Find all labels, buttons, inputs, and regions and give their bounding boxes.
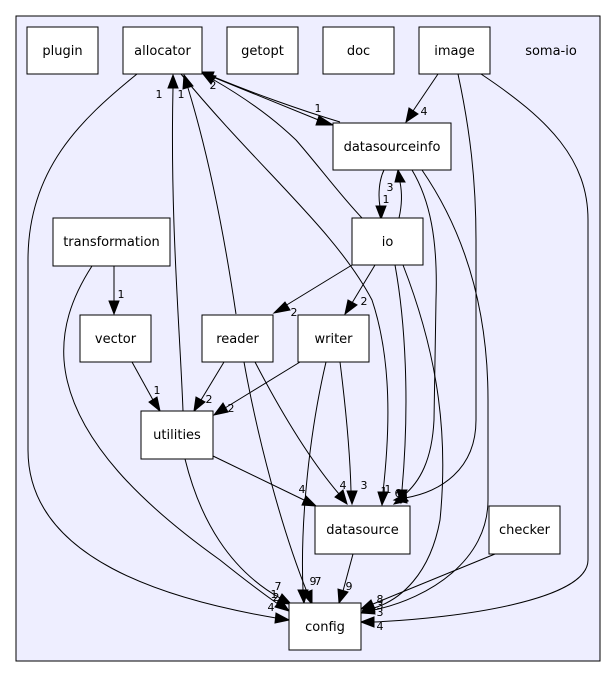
edge-io-allocator <box>201 73 363 219</box>
edge-writer-utilities: 2 <box>212 361 301 416</box>
node-transformation[interactable]: transformation <box>52 217 171 267</box>
edge-label: 4 <box>268 601 275 614</box>
node-label: doc <box>347 44 370 59</box>
node-label: vector <box>95 332 137 347</box>
edge-io-datasource <box>394 264 408 505</box>
node-label: allocator <box>134 44 191 59</box>
edge-allocator-datasource: 1 <box>180 73 389 507</box>
nodes: plugin allocator getopt doc image dataso… <box>26 26 561 651</box>
edge-allocator-config: 4 <box>27 73 291 624</box>
edge-writer-config: 7 <box>297 361 327 605</box>
node-label: writer <box>314 332 353 347</box>
edge-label: 1 <box>315 102 322 115</box>
edge-datasource-config: 9 <box>337 553 354 605</box>
edge-utilities-datasource: 4 <box>212 455 318 507</box>
node-label: reader <box>216 332 259 347</box>
edge-label: 1 <box>383 193 390 206</box>
edge-label: 4 <box>421 105 428 118</box>
edges: 1 1 4 4 6 4 <box>27 71 589 633</box>
edge-label: 2 <box>210 79 217 92</box>
node-checker[interactable]: checker <box>488 505 561 555</box>
edge-label: 4 <box>299 483 306 496</box>
edge-label: 1 <box>403 491 410 504</box>
edge-label: 3 <box>361 479 368 492</box>
edge-label: 2 <box>361 295 368 308</box>
edge-label: 2 <box>228 402 235 415</box>
edge-checker-config <box>359 553 496 610</box>
edge-reader-datasource: 4 <box>254 361 348 506</box>
node-label: checker <box>499 523 551 538</box>
edge-label: 4 <box>340 479 347 492</box>
edge-label: 2 <box>273 591 280 604</box>
edge-datasourceinfo-io: 1 <box>375 169 390 221</box>
node-writer[interactable]: writer <box>297 314 370 363</box>
edge-label: 1 <box>178 88 185 101</box>
edge-label: 8 <box>377 593 384 606</box>
edge-io-writer: 2 <box>344 264 376 316</box>
edge-writer-datasource: 3 <box>339 361 368 506</box>
edge-reader-utilities: 2 <box>193 361 225 413</box>
node-label: utilities <box>153 428 201 443</box>
edge-transformation-vector: 1 <box>108 266 125 316</box>
edge-label: 4 <box>377 620 384 633</box>
edge-utilities-config: 7 <box>184 458 293 605</box>
node-doc[interactable]: doc <box>322 26 395 75</box>
edge-reader-config: 9 <box>243 361 317 606</box>
cluster-label: soma-io <box>525 44 577 59</box>
node-reader[interactable]: reader <box>201 314 274 363</box>
edge-label: 9 <box>310 575 317 588</box>
node-config[interactable]: config <box>288 602 362 651</box>
edge-label: 1 <box>385 483 392 496</box>
edge-label: 2 <box>291 306 298 319</box>
edge-label: 3 <box>377 606 384 619</box>
edge-label: 9 <box>346 580 353 593</box>
node-plugin[interactable]: plugin <box>26 26 99 75</box>
edge-label: 7 <box>275 580 282 593</box>
edge-label: 1 <box>154 384 161 397</box>
edge-label: 7 <box>315 575 322 588</box>
node-label: image <box>434 44 475 59</box>
edge-vector-utilities: 1 <box>131 361 161 413</box>
edge-label: 2 <box>206 393 213 406</box>
node-label: io <box>382 235 394 250</box>
node-label: datasource <box>326 523 398 538</box>
node-label: config <box>305 620 345 635</box>
edge-label: 1 <box>381 485 388 498</box>
node-vector[interactable]: vector <box>79 314 152 363</box>
node-label: plugin <box>42 44 82 59</box>
edge-io-datasourceinfo: 3 <box>387 168 406 219</box>
edge-image-datasourceinfo: 4 <box>405 73 439 124</box>
node-getopt[interactable]: getopt <box>226 26 299 75</box>
edge-image-config: 4 <box>359 73 589 633</box>
edge-label: 1 <box>118 288 125 301</box>
edge-label: 3 <box>387 181 394 194</box>
edge-label: 1 <box>156 88 163 101</box>
node-io[interactable]: io <box>351 217 424 266</box>
edge-io-reader: 2 <box>272 264 353 319</box>
edge-reader-allocator: 1 <box>178 73 237 315</box>
node-image[interactable]: image <box>418 26 491 75</box>
node-datasource[interactable]: datasource <box>314 505 411 555</box>
edge-utilities-allocator: 1 <box>156 73 184 412</box>
node-allocator[interactable]: allocator <box>122 26 203 75</box>
node-label: transformation <box>63 235 160 250</box>
node-label: datasourceinfo <box>344 140 441 155</box>
node-utilities[interactable]: utilities <box>140 410 214 460</box>
edge-labels-extra: 1 2 3 <box>273 483 392 612</box>
node-label: getopt <box>241 44 284 59</box>
node-datasourceinfo[interactable]: datasourceinfo <box>332 122 452 171</box>
edge-label: 3 <box>377 599 384 612</box>
